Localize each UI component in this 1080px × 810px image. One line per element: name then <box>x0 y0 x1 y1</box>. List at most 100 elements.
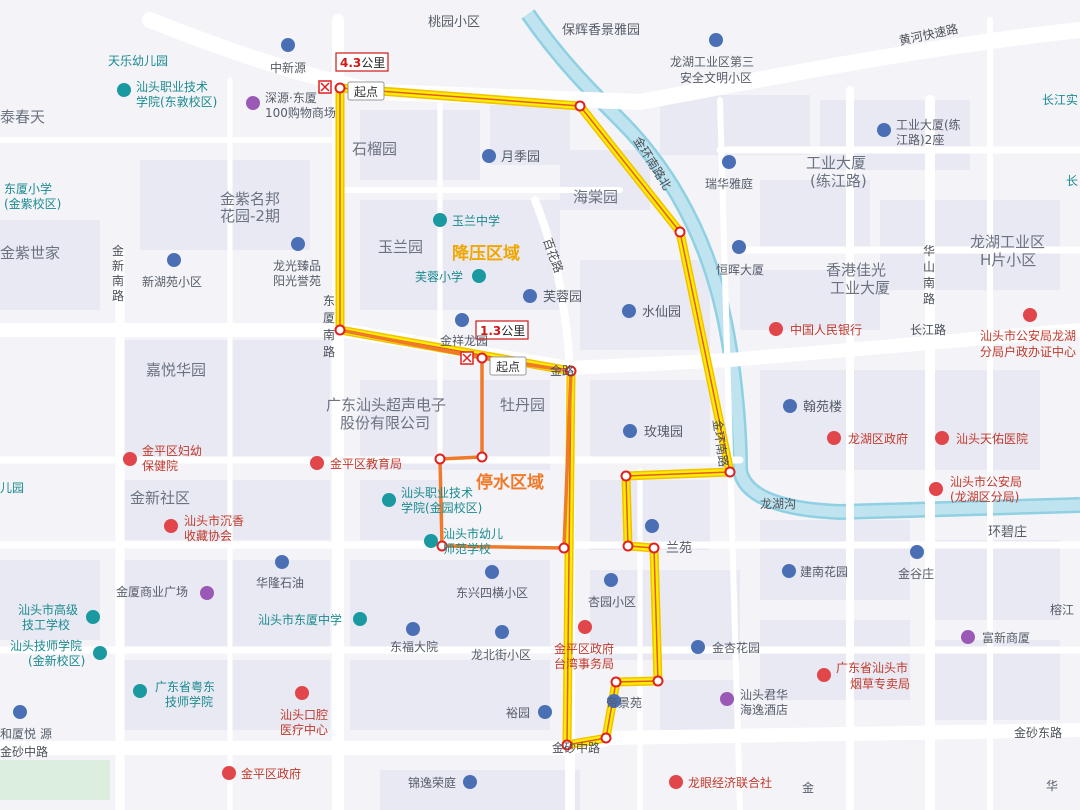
poi-jinyi: 锦逸荣庭 <box>408 775 456 790</box>
start-marker-stop[interactable]: 起点 <box>460 351 527 376</box>
hospital-icon <box>123 452 137 466</box>
poi-henghui: 恒晖大厦 <box>716 263 764 277</box>
residence-icon <box>709 33 723 47</box>
road-label-jin: 金路 <box>550 363 574 378</box>
poi-jiannan: 建南花园 <box>800 564 848 579</box>
road-label-jinsha-left: 金砂中路 <box>0 744 48 759</box>
road-label-jinhuan-s: 金环南路 <box>710 418 732 468</box>
svg-text:海逸酒店: 海逸酒店 <box>740 702 788 717</box>
poi-kindergarten-left: 儿园 <box>0 481 24 495</box>
poi-jinping-gov: 金平区政府 <box>241 766 301 781</box>
poi-icons[interactable] <box>13 33 1037 789</box>
svg-text:江路)2座: 江路)2座 <box>896 132 944 147</box>
school-icon <box>424 534 438 548</box>
poi-shuixian: 水仙园 <box>642 305 681 320</box>
road-baihua <box>531 196 574 372</box>
school-icon <box>133 684 147 698</box>
poi-rongcheng: 榕江 <box>1050 602 1074 617</box>
road-huanghe-expressway <box>142 12 1080 111</box>
svg-text:学院(东敦校区): 学院(东敦校区) <box>136 94 217 109</box>
svg-text:(龙湖区分局): (龙湖区分局) <box>950 489 1019 504</box>
svg-text:源: 源 <box>40 727 52 741</box>
residence-icon <box>604 573 618 587</box>
svg-text:股份有限公司: 股份有限公司 <box>340 414 430 432</box>
poi-longhu-industrial-h: 龙湖工业区 <box>970 233 1045 251</box>
poi-tianle: 天乐幼儿园 <box>108 54 168 68</box>
residence-icon <box>291 237 305 251</box>
pressure-route-center <box>339 87 731 746</box>
residence-icon <box>607 694 621 708</box>
svg-text:华: 华 <box>1046 779 1058 793</box>
poi-industrial-building: 工业大厦(练 <box>896 117 961 132</box>
poi-haitang: 海棠园 <box>573 188 618 206</box>
svg-text:(金新校区): (金新校区) <box>28 653 85 668</box>
road-network[interactable] <box>0 12 1080 810</box>
svg-text:烟草专卖局: 烟草专卖局 <box>850 676 910 691</box>
poi-boc: 中国人民银行 <box>790 322 862 337</box>
hospital-icon <box>295 686 309 700</box>
svg-text:分局户政办证中心: 分局户政办证中心 <box>980 344 1076 359</box>
road-label-longhu-canal: 龙湖沟 <box>760 496 796 511</box>
svg-text:厦: 厦 <box>323 311 335 325</box>
poi-police-longhu-b: 汕头市公安局 <box>950 474 1022 489</box>
poi-jinping-taiwan: 金平区政府 <box>554 641 614 656</box>
city-blocks <box>0 95 1060 810</box>
hospital-icon <box>935 431 949 445</box>
residence-icon <box>783 399 797 413</box>
poi-dongxia-middle: 汕头市东厦中学 <box>258 612 342 627</box>
poi-furong-garden: 芙蓉园 <box>543 290 582 305</box>
residence-icon <box>538 705 552 719</box>
svg-text:医疗中心: 医疗中心 <box>280 722 328 737</box>
poi-vocational-dongxiao: 汕头职业技术 <box>136 80 208 94</box>
residence-icon <box>167 253 181 267</box>
poi-mudan: 牡丹园 <box>500 396 545 414</box>
poi-police-longhu: 汕头市公安局龙湖 <box>980 328 1076 343</box>
poi-dongxia-school: 东厦小学 <box>4 181 52 196</box>
start-marker-pressure[interactable]: 起点 <box>318 80 385 101</box>
distance-unit: 公里 <box>501 324 525 338</box>
poi-jinxing-garden: 金杏花园 <box>712 640 760 655</box>
poi-longyan-econ: 龙眼经济联合社 <box>688 775 772 790</box>
distance-value: 4.3 <box>340 56 361 70</box>
valve-icon <box>462 353 472 363</box>
svg-text:路: 路 <box>323 344 335 359</box>
gas-station-icon <box>281 38 295 52</box>
government-icon <box>310 456 324 470</box>
school-icon <box>117 83 131 97</box>
government-icon <box>578 620 592 634</box>
svg-text:长: 长 <box>1066 174 1078 188</box>
poi-taichun: 泰春天 <box>0 108 45 126</box>
svg-text:100购物商场: 100购物商场 <box>265 105 336 120</box>
building-icon <box>732 240 746 254</box>
poi-yueji: 月季园 <box>501 150 540 165</box>
svg-text:师范学校: 师范学校 <box>443 541 491 556</box>
poi-vocational-jinyuan: 汕头职业技术 <box>401 486 473 500</box>
residence-icon <box>406 622 420 636</box>
poi-shenyuan: 深源·东厦 <box>265 91 317 105</box>
shopping-icon <box>961 630 975 644</box>
zone-label-water-stop: 停水区域 <box>476 472 544 493</box>
svg-text:新: 新 <box>112 258 124 273</box>
poi-meigui: 玫瑰园 <box>644 424 683 440</box>
svg-text:路: 路 <box>112 288 124 303</box>
poi-ultrasound: 广东汕头超声电子 <box>326 396 446 414</box>
shopping-icon <box>246 96 260 110</box>
residence-icon <box>463 775 477 789</box>
poi-dijing: 帝景苑 <box>606 695 642 710</box>
school-icon <box>86 610 100 624</box>
svg-text:台湾事务局: 台湾事务局 <box>554 656 614 671</box>
school-icon <box>353 612 367 626</box>
poi-huanbi: 环碧庄 <box>988 524 1027 540</box>
government-icon <box>817 668 831 682</box>
poi-baohui: 保辉香景雅园 <box>562 23 640 38</box>
svg-text:南: 南 <box>112 273 124 288</box>
poi-tech-normal: 汕头技师学院 <box>10 638 82 653</box>
school-icon <box>93 646 107 660</box>
pressure-zone-route[interactable] <box>335 83 735 750</box>
residence-icon <box>622 304 636 318</box>
school-icon <box>382 493 396 507</box>
route-nodes <box>334 82 736 751</box>
svg-text:阳光誉苑: 阳光誉苑 <box>273 274 321 288</box>
poi-jingu: 金谷庄 <box>898 566 934 581</box>
